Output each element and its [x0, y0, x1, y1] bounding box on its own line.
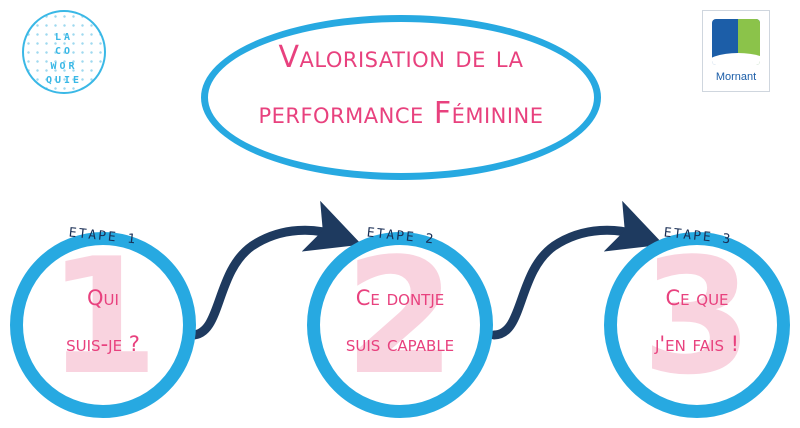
logo-line-3: WOR — [50, 61, 78, 72]
logo-line-2: CO — [54, 46, 74, 57]
mornant-emblem-icon — [712, 19, 760, 65]
page-title: Valorisation de la performance Féminine — [201, 30, 601, 142]
step-2-number: 2 — [344, 223, 456, 410]
step-1-line-2: suis-je ? — [66, 332, 140, 356]
step-1-text: Qui suis-je ? — [10, 275, 196, 367]
title-ellipse — [201, 15, 601, 180]
step-3-line-1: Ce que — [665, 286, 729, 310]
logo-line-1: LA — [54, 32, 74, 43]
title-line-1: Valorisation de la — [278, 40, 524, 75]
mornant-city-name: Mornant — [715, 71, 757, 83]
arrow-step1-to-step2 — [187, 200, 362, 340]
step-1-circle — [10, 232, 196, 418]
step-1-number: 1 — [47, 223, 159, 410]
step-3-number: 3 — [641, 223, 753, 410]
step-2-text: Ce dontje suis capable — [307, 275, 493, 367]
step-2-line-1: Ce dontje — [355, 286, 445, 310]
logo-line-4: QUIE — [45, 75, 83, 86]
step-3-line-2: j'en fais ! — [654, 332, 740, 356]
arrow-step2-to-step3 — [489, 200, 664, 340]
step-1-line-1: Qui — [87, 286, 119, 310]
lacoworquie-logo: LA CO WOR QUIE — [22, 10, 106, 94]
step-2-line-2: suis capable — [345, 332, 455, 356]
mornant-logo: Mornant — [702, 10, 770, 92]
step-3-text: Ce que j'en fais ! — [604, 275, 790, 367]
title-line-2: performance Féminine — [258, 96, 544, 131]
